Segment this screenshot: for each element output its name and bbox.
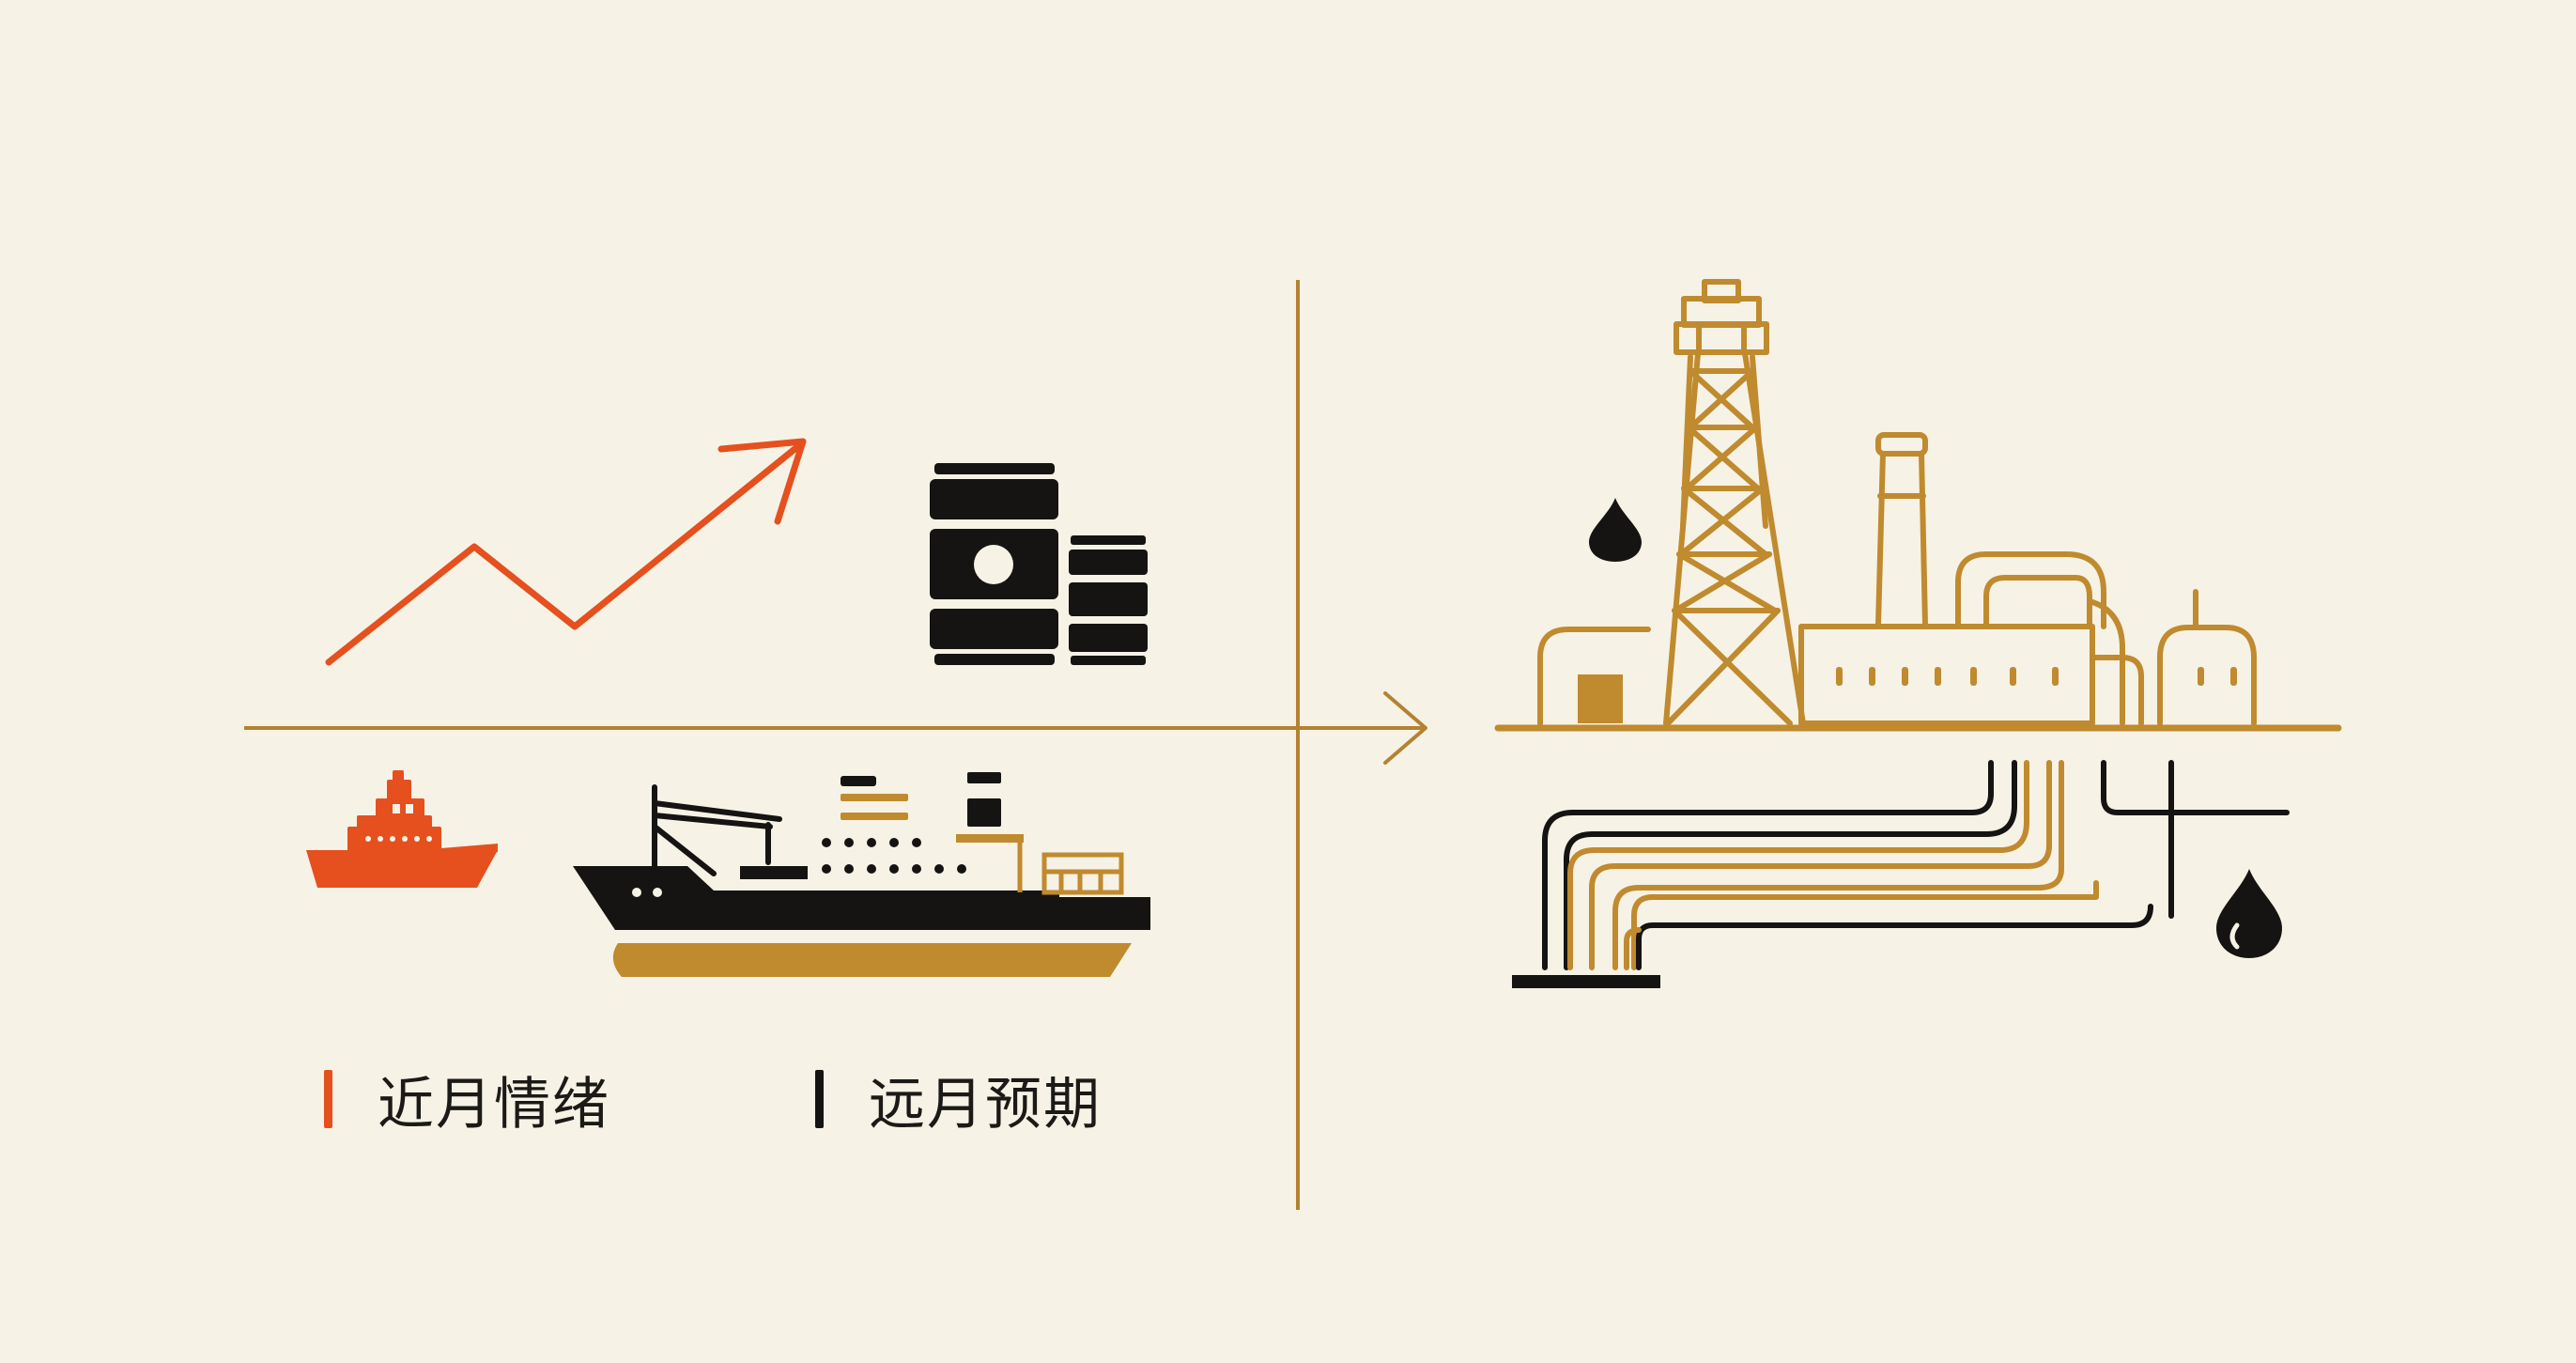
pipeline-icon xyxy=(1512,760,2290,988)
oil-drop-left xyxy=(1589,498,1642,562)
oil-drop-icon xyxy=(1589,498,2282,958)
horizontal-arrow-divider xyxy=(244,691,1427,765)
oil-barrels-icon xyxy=(930,463,1148,665)
cargo-tanker-ship-icon xyxy=(573,772,1150,977)
legend-swatch-near-month xyxy=(324,1070,332,1128)
tanker-superstructure xyxy=(822,772,1124,895)
legend-swatch-far-month xyxy=(815,1070,824,1128)
legend-near-month: 近月情绪 xyxy=(324,1066,610,1138)
large-barrel xyxy=(930,463,1058,665)
tanker-crane xyxy=(652,784,782,876)
legend-label-near-month: 近月情绪 xyxy=(378,1071,610,1138)
oil-derrick-icon xyxy=(1663,279,1806,726)
small-boat-icon xyxy=(306,770,498,888)
legend-far-month: 远月预期 xyxy=(815,1066,1102,1138)
tanker-hull-stripe xyxy=(612,943,1132,977)
legend-label-far-month: 远月预期 xyxy=(869,1071,1102,1138)
small-barrel xyxy=(1069,535,1148,665)
oil-drop-right xyxy=(2216,869,2282,958)
refinery-icon xyxy=(1494,432,2342,732)
rising-trend-arrow-icon xyxy=(325,438,807,666)
tanker-hull xyxy=(573,866,1150,930)
